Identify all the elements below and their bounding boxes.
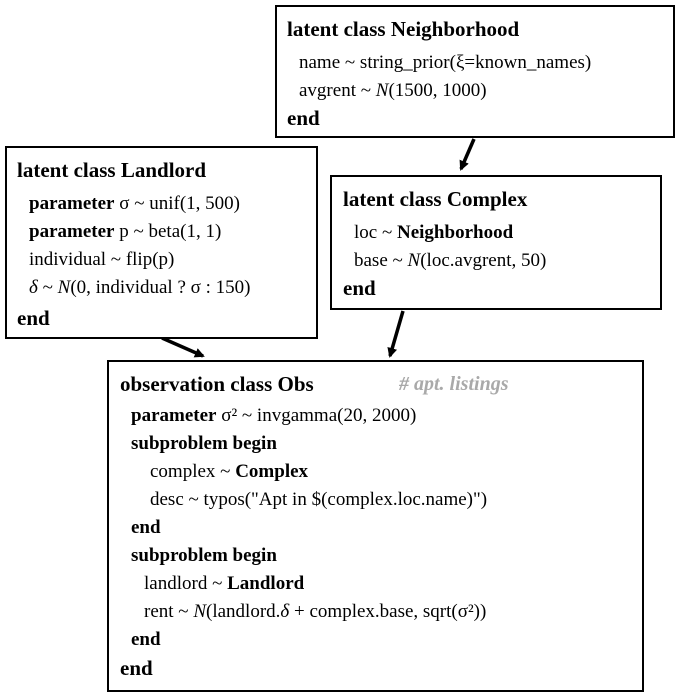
landlord-param-p: parameter p ~ beta(1, 1) [29,221,222,242]
complex-end: end [343,276,376,300]
arrow-landlord-to-obs [161,336,205,358]
obs-end: end [120,656,153,680]
neighborhood-header: latent class Neighborhood [287,17,520,41]
obs-param-sigma2: parameter σ² ~ invgamma(20, 2000) [131,405,417,426]
landlord-class-name: Landlord [120,158,207,182]
obs-class-box: observation class Obs # apt. listings pa… [107,360,644,692]
complex-class-name: Complex [446,187,528,211]
neighborhood-line-avgrent: avgrent ~ N(1500, 1000) [299,80,487,101]
obs-subproblem2-end: end [131,629,161,650]
obs-s2-landlord: landlord ~ Landlord [144,573,305,594]
neighborhood-line-name: name ~ string_prior(ξ=known_names) [299,52,592,73]
neighborhood-class-box: latent class Neighborhood name ~ string_… [275,5,675,138]
obs-comment: # apt. listings [399,373,509,395]
complex-header: latent class Complex [343,187,528,211]
landlord-delta: δ ~ N(0, individual ? σ : 150) [29,277,251,298]
arrow-complex-to-obs [387,310,405,358]
arrow-neighborhood-to-complex [459,138,476,171]
neighborhood-class-name: Neighborhood [390,17,520,41]
landlord-end: end [17,306,50,330]
obs-s2-rent: rent ~ N(landlord.δ + complex.base, sqrt… [144,601,487,622]
landlord-class-box: latent class Landlord parameter σ ~ unif… [5,146,318,339]
obs-subproblem1-end: end [131,517,161,538]
landlord-param-sigma: parameter σ ~ unif(1, 500) [29,193,241,214]
obs-class-name: Obs [277,372,314,396]
neighborhood-end: end [287,106,320,130]
obs-s1-complex: complex ~ Complex [150,461,309,482]
landlord-header: latent class Landlord [17,158,207,182]
landlord-individual: individual ~ flip(p) [29,249,175,270]
obs-header: observation class Obs [120,372,314,396]
obs-subproblem2-begin: subproblem begin [131,545,277,566]
complex-base: base ~ N(loc.avgrent, 50) [354,250,547,271]
complex-loc: loc ~ Neighborhood [354,222,514,243]
obs-s1-desc: desc ~ typos("Apt in $(complex.loc.name)… [150,489,488,510]
complex-class-box: latent class Complex loc ~ Neighborhood … [330,175,662,310]
obs-subproblem1-begin: subproblem begin [131,433,277,454]
